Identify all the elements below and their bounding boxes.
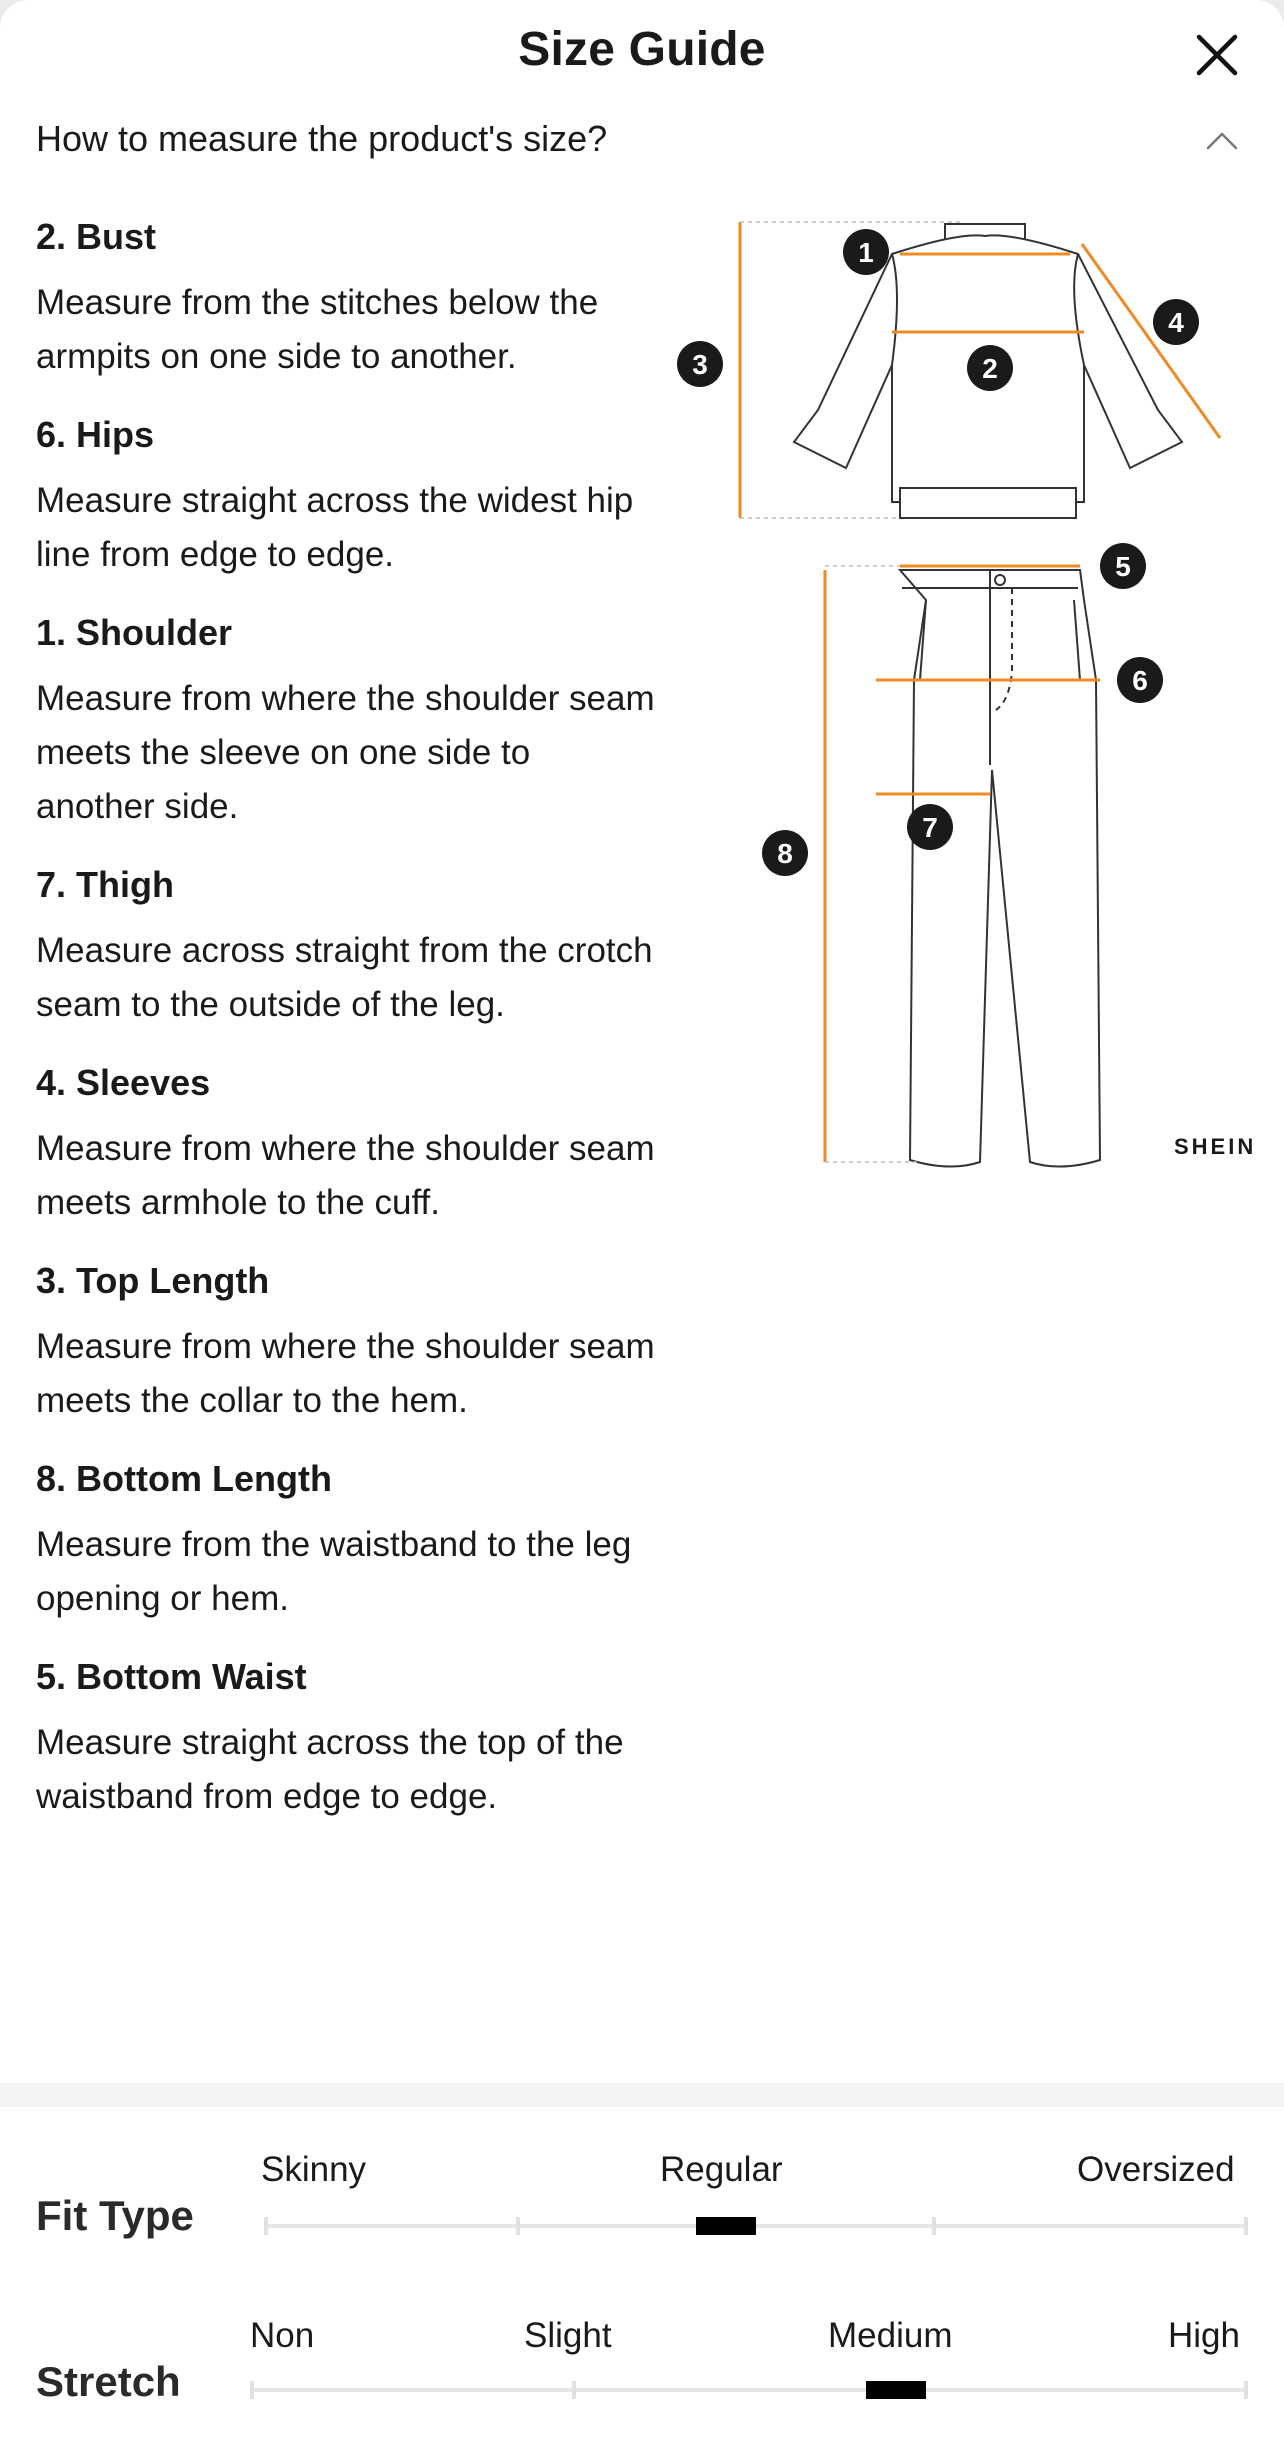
measurement-item: 7. Thigh Measure across straight from th… xyxy=(36,860,656,1032)
measurement-title: 2. Bust xyxy=(36,216,157,257)
fit-option-skinny: Skinny xyxy=(261,2150,367,2189)
stretch-option-high: High xyxy=(1168,2316,1240,2355)
marker-label: 3 xyxy=(692,349,708,380)
measurement-description: Measure straight across the widest hip l… xyxy=(36,481,634,574)
fit-type-label: Fit Type xyxy=(36,2192,194,2239)
measurement-lines xyxy=(738,222,1222,1162)
stretch-option-non: Non xyxy=(250,2316,315,2355)
measurement-title: 1. Shoulder xyxy=(36,612,233,653)
scale-tick xyxy=(932,2217,936,2235)
measurement-title: 7. Thigh xyxy=(36,864,174,905)
measurement-description: Measure from the stitches below the armp… xyxy=(36,283,599,376)
measurement-title: 6. Hips xyxy=(36,414,155,455)
page-title: Size Guide xyxy=(518,23,766,76)
marker-label: 4 xyxy=(1168,307,1184,338)
stretch-option-slight: Slight xyxy=(524,2316,612,2355)
measurement-title: 5. Bottom Waist xyxy=(36,1656,307,1697)
stretch-label: Stretch xyxy=(36,2358,181,2405)
stretch-track xyxy=(250,2388,1248,2392)
stretch-option-medium: Medium xyxy=(828,2316,953,2355)
collapse-toggle[interactable] xyxy=(1202,126,1242,156)
marker-label: 6 xyxy=(1132,665,1148,696)
measurement-diagram: 1 2 3 4 5 6 7 8 SHEIN xyxy=(677,221,1256,1168)
brand-logo: SHEIN xyxy=(1174,1134,1256,1159)
measurement-list: 2. Bust Measure from the stitches below … xyxy=(36,212,656,1850)
marker-badges: 1 2 3 4 5 6 7 8 xyxy=(677,229,1199,876)
marker-label: 8 xyxy=(777,838,793,869)
fit-option-oversized: Oversized xyxy=(1077,2150,1235,2189)
chevron-up-icon xyxy=(1206,132,1238,150)
how-to-measure-header[interactable]: How to measure the product's size? xyxy=(36,118,608,159)
measurement-item: 3. Top Length Measure from where the sho… xyxy=(36,1256,656,1428)
measurement-item: 4. Sleeves Measure from where the should… xyxy=(36,1058,656,1230)
fit-option-regular: Regular xyxy=(660,2150,783,2189)
fit-type-selected-marker xyxy=(696,2217,756,2235)
close-button[interactable] xyxy=(1194,32,1240,78)
close-icon xyxy=(1196,34,1238,76)
scale-tick xyxy=(250,2381,254,2399)
measurement-description: Measure across straight from the crotch … xyxy=(36,931,653,1024)
marker-label: 2 xyxy=(982,353,998,384)
pants-illustration xyxy=(897,569,1102,1168)
measurement-title: 8. Bottom Length xyxy=(36,1458,332,1499)
measurement-title: 4. Sleeves xyxy=(36,1062,211,1103)
marker-label: 7 xyxy=(922,812,938,843)
stretch-selected-marker xyxy=(866,2381,926,2399)
measurement-item: 8. Bottom Length Measure from the waistb… xyxy=(36,1454,656,1626)
measurement-title: 3. Top Length xyxy=(36,1260,270,1301)
measurement-item: 2. Bust Measure from the stitches below … xyxy=(36,212,656,384)
scale-tick xyxy=(1244,2381,1248,2399)
measurement-description: Measure from where the shoulder seam mee… xyxy=(36,1129,655,1222)
scale-tick xyxy=(516,2217,520,2235)
measurement-description: Measure straight across the top of the w… xyxy=(36,1723,624,1816)
measurement-description: Measure from the waistband to the leg op… xyxy=(36,1525,632,1618)
measurement-item: 6. Hips Measure straight across the wide… xyxy=(36,410,656,582)
measurement-description: Measure from where the shoulder seam mee… xyxy=(36,679,655,826)
guide-dashes xyxy=(740,221,960,1163)
measurement-item: 5. Bottom Waist Measure straight across … xyxy=(36,1652,656,1824)
section-divider xyxy=(0,2083,1284,2107)
fit-type-track xyxy=(264,2224,1248,2228)
scale-tick xyxy=(264,2217,268,2235)
scale-tick xyxy=(1244,2217,1248,2235)
scale-tick xyxy=(572,2381,576,2399)
marker-label: 5 xyxy=(1115,551,1131,582)
measurement-item: 1. Shoulder Measure from where the shoul… xyxy=(36,608,656,834)
measurement-description: Measure from where the shoulder seam mee… xyxy=(36,1327,655,1420)
marker-label: 1 xyxy=(858,237,874,268)
